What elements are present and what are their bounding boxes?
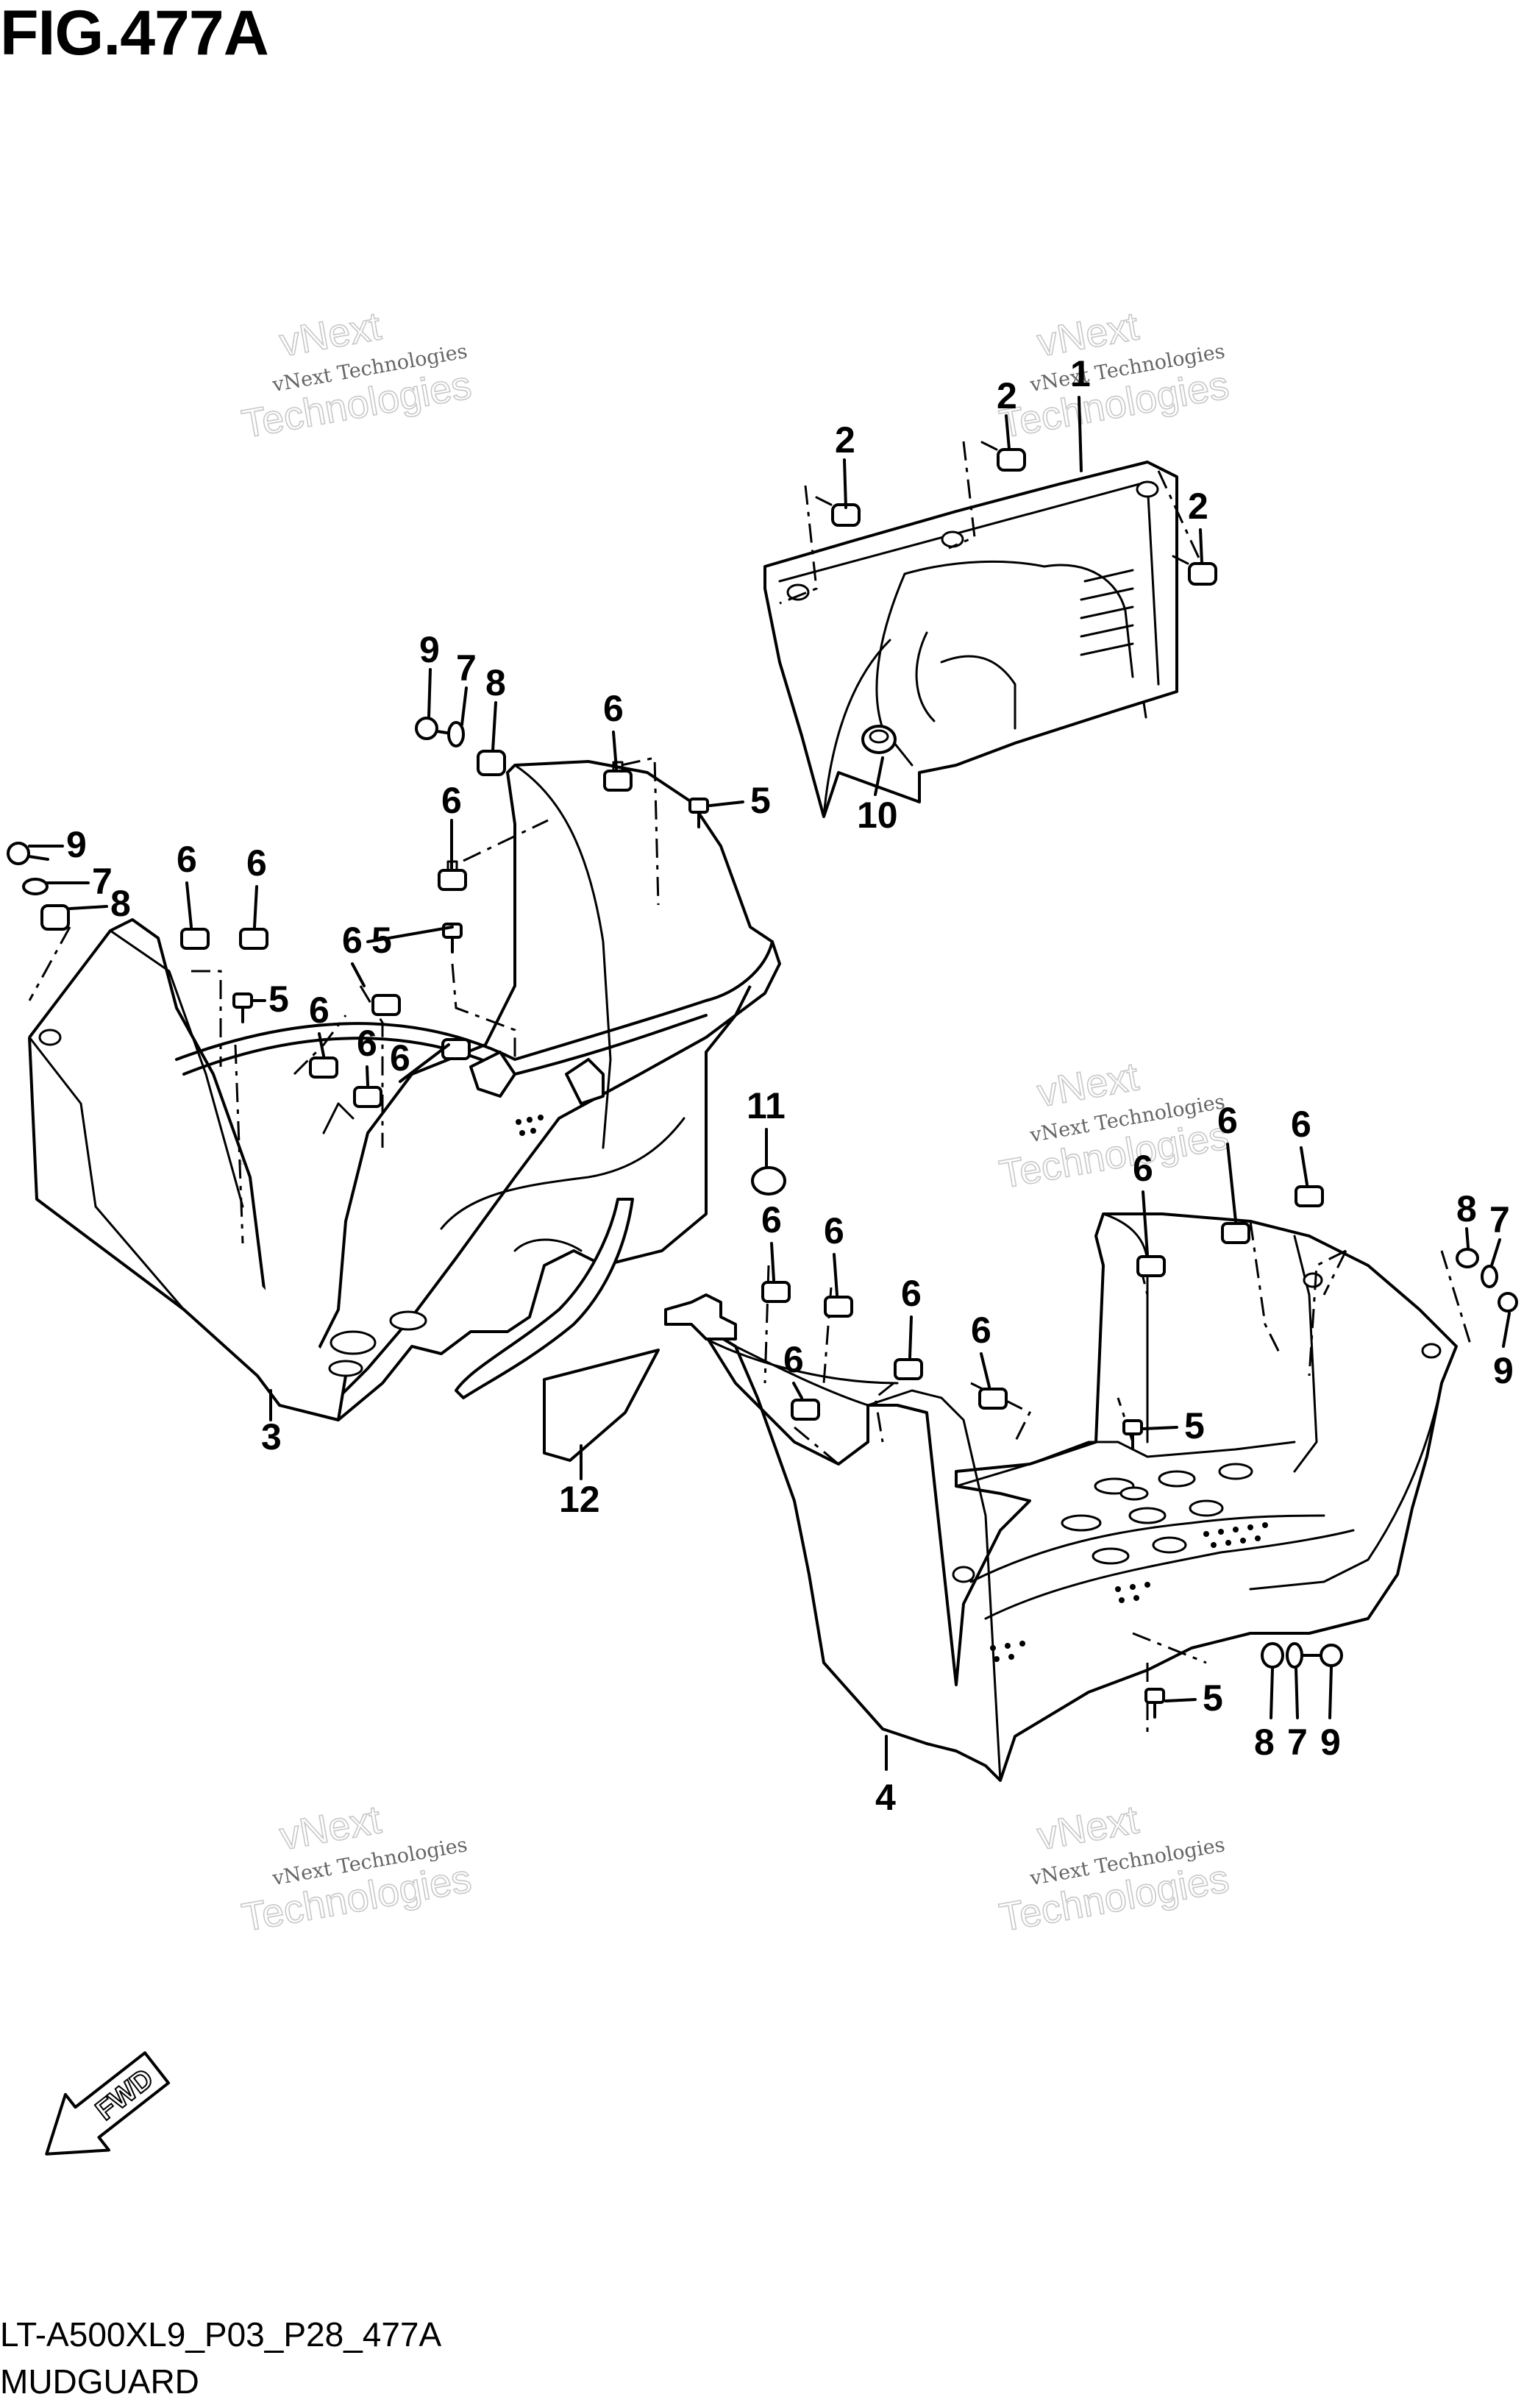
- callout-2: 2: [835, 419, 855, 461]
- callout-7: 7: [456, 647, 477, 689]
- callout-leaders: [28, 396, 1511, 1771]
- leader-lines: [28, 441, 1473, 1736]
- model-code: LT-A500XL9_P03_P28_477A: [0, 2315, 442, 2354]
- watermark-top-left: vNext vNext Technologies Technologies: [238, 303, 475, 447]
- callout-8: 8: [1456, 1188, 1477, 1229]
- part-3-left-front-mudguard: [28, 760, 781, 1421]
- callout-7: 7: [1489, 1199, 1510, 1240]
- watermark-top-right: vNext vNext Technologies Technologies: [996, 303, 1233, 447]
- callout-5: 5: [1184, 1405, 1205, 1446]
- callout-1: 1: [1070, 353, 1091, 394]
- watermark-bottom-left: vNext vNext Technologies Technologies: [238, 1797, 475, 1940]
- callout-9: 9: [1493, 1350, 1514, 1391]
- callout-4: 4: [875, 1777, 896, 1818]
- callout-6: 6: [342, 920, 363, 961]
- callout-5: 5: [1203, 1677, 1223, 1719]
- svg-text:vNext: vNext: [277, 304, 384, 365]
- svg-text:vNext: vNext: [1034, 1797, 1142, 1858]
- callout-3: 3: [261, 1416, 282, 1457]
- callout-6: 6: [177, 839, 197, 880]
- watermark-mid-right: vNext vNext Technologies Technologies: [996, 1054, 1233, 1197]
- callout-9: 9: [66, 824, 87, 865]
- callout-8: 8: [1254, 1722, 1275, 1763]
- callout-6: 6: [1291, 1104, 1311, 1145]
- fasteners: [7, 441, 1518, 1719]
- callout-11: 11: [747, 1085, 786, 1126]
- callout-6: 6: [441, 780, 462, 821]
- callout-6: 6: [309, 990, 330, 1031]
- callout-8: 8: [485, 662, 506, 703]
- callout-6: 6: [824, 1210, 844, 1251]
- callout-12: 12: [559, 1479, 600, 1520]
- callout-6: 6: [246, 842, 267, 884]
- section-name: MUDGUARD: [0, 2362, 199, 2401]
- callouts: 1 2 2 2 10 6 5 9 7 8 6 9 7 8 6 6 6 5 5 6…: [66, 353, 1514, 1818]
- callout-5: 5: [750, 780, 771, 821]
- callout-5: 5: [268, 979, 289, 1020]
- figure-title: FIG.477A: [0, 0, 269, 68]
- watermark-bottom-right: vNext vNext Technologies Technologies: [996, 1797, 1233, 1940]
- callout-6: 6: [390, 1037, 410, 1079]
- callout-6: 6: [971, 1310, 991, 1351]
- callout-6: 6: [357, 1023, 377, 1064]
- callout-7: 7: [92, 861, 113, 902]
- callout-6: 6: [901, 1273, 922, 1314]
- callout-2: 2: [1188, 486, 1208, 527]
- callout-6: 6: [1133, 1148, 1153, 1189]
- callout-6: 6: [603, 688, 624, 729]
- callout-7: 7: [1287, 1722, 1308, 1763]
- part-1-inner-panel: [763, 461, 1178, 818]
- svg-text:vNext: vNext: [277, 1797, 384, 1858]
- callout-9: 9: [419, 629, 440, 670]
- part-12-pad: [543, 1349, 660, 1462]
- callout-2: 2: [997, 375, 1017, 416]
- callout-6: 6: [783, 1339, 804, 1380]
- callout-9: 9: [1320, 1722, 1341, 1763]
- fwd-direction-arrow: FWD: [45, 2051, 171, 2156]
- callout-6: 6: [761, 1199, 782, 1240]
- part-4-right-rear-mudguard: [664, 1212, 1458, 1782]
- callout-6: 6: [1217, 1100, 1238, 1141]
- callout-10: 10: [857, 795, 898, 836]
- callout-8: 8: [110, 883, 131, 924]
- svg-text:vNext: vNext: [1034, 1054, 1142, 1115]
